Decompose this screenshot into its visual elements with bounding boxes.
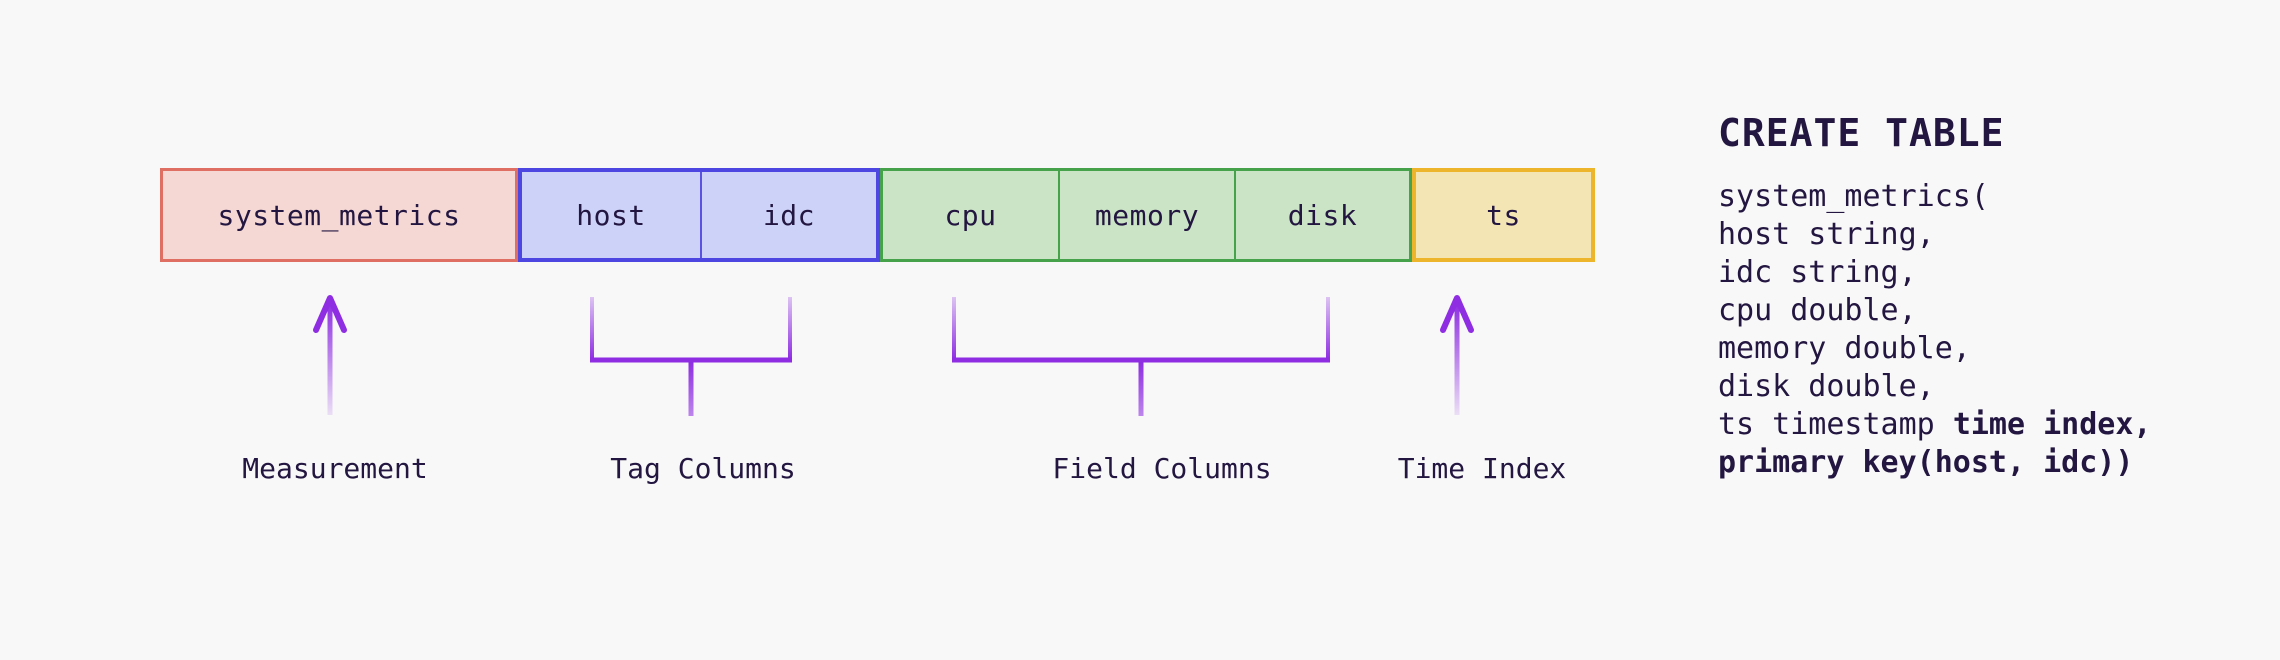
sql-snippet: CREATE TABLE system_metrics( host string… <box>1718 110 2152 482</box>
tag-cell-host: host <box>522 172 700 258</box>
field-cell-memory-label: memory <box>1094 198 1200 232</box>
field-cell-cpu: cpu <box>883 171 1058 259</box>
time-index-arrow-icon <box>1440 295 1474 415</box>
sql-line: cpu double, <box>1718 292 2152 330</box>
sql-line-text: cpu double, <box>1718 293 1917 328</box>
field-cell-memory: memory <box>1058 171 1234 259</box>
tag-cell-host-label: host <box>576 198 646 232</box>
sql-line-text: system_metrics( <box>1718 179 1989 214</box>
tag-columns-group: host idc <box>518 168 880 262</box>
field-columns-label: Field Columns <box>1052 452 1272 485</box>
measurement-label: Measurement <box>242 452 428 485</box>
sql-line-text: idc string, <box>1718 255 1917 290</box>
field-cell-disk: disk <box>1234 171 1409 259</box>
sql-line: disk double, <box>1718 368 2152 406</box>
time-index-label: Time Index <box>1397 452 1567 485</box>
time-index-box-label: ts <box>1486 198 1521 232</box>
field-cell-cpu-label: cpu <box>944 198 997 232</box>
field-columns-group: cpu memory disk <box>880 168 1412 262</box>
sql-title: CREATE TABLE <box>1718 111 2005 155</box>
measurement-box: system_metrics <box>160 168 518 262</box>
tag-columns-label: Tag Columns <box>610 452 796 485</box>
sql-line-bold: primary key(host, idc)) <box>1718 445 2134 480</box>
tag-cell-idc: idc <box>700 172 876 258</box>
measurement-arrow-icon <box>313 295 347 415</box>
time-index-box: ts <box>1412 168 1595 262</box>
sql-line: ts timestamp time index, <box>1718 406 2152 444</box>
sql-body: system_metrics( host string, idc string,… <box>1718 178 2152 482</box>
sql-line: memory double, <box>1718 330 2152 368</box>
sql-line: idc string, <box>1718 254 2152 292</box>
table-structure-row: system_metrics host idc cpu memory disk … <box>160 168 1595 262</box>
sql-line-text: disk double, <box>1718 369 1935 404</box>
sql-line-text: host string, <box>1718 217 1935 252</box>
sql-line: system_metrics( <box>1718 178 2152 216</box>
tag-cell-idc-label: idc <box>762 198 816 232</box>
tag-columns-bracket-icon <box>590 297 792 416</box>
sql-line: primary key(host, idc)) <box>1718 444 2152 482</box>
measurement-box-label: system_metrics <box>217 198 461 232</box>
field-cell-disk-label: disk <box>1287 198 1358 232</box>
field-columns-bracket-icon <box>952 297 1330 416</box>
sql-line-bold: time index, <box>1952 407 2152 442</box>
sql-line-text: memory double, <box>1718 331 1971 366</box>
sql-line: host string, <box>1718 216 2152 254</box>
sql-line-text: ts timestamp <box>1718 407 1953 442</box>
